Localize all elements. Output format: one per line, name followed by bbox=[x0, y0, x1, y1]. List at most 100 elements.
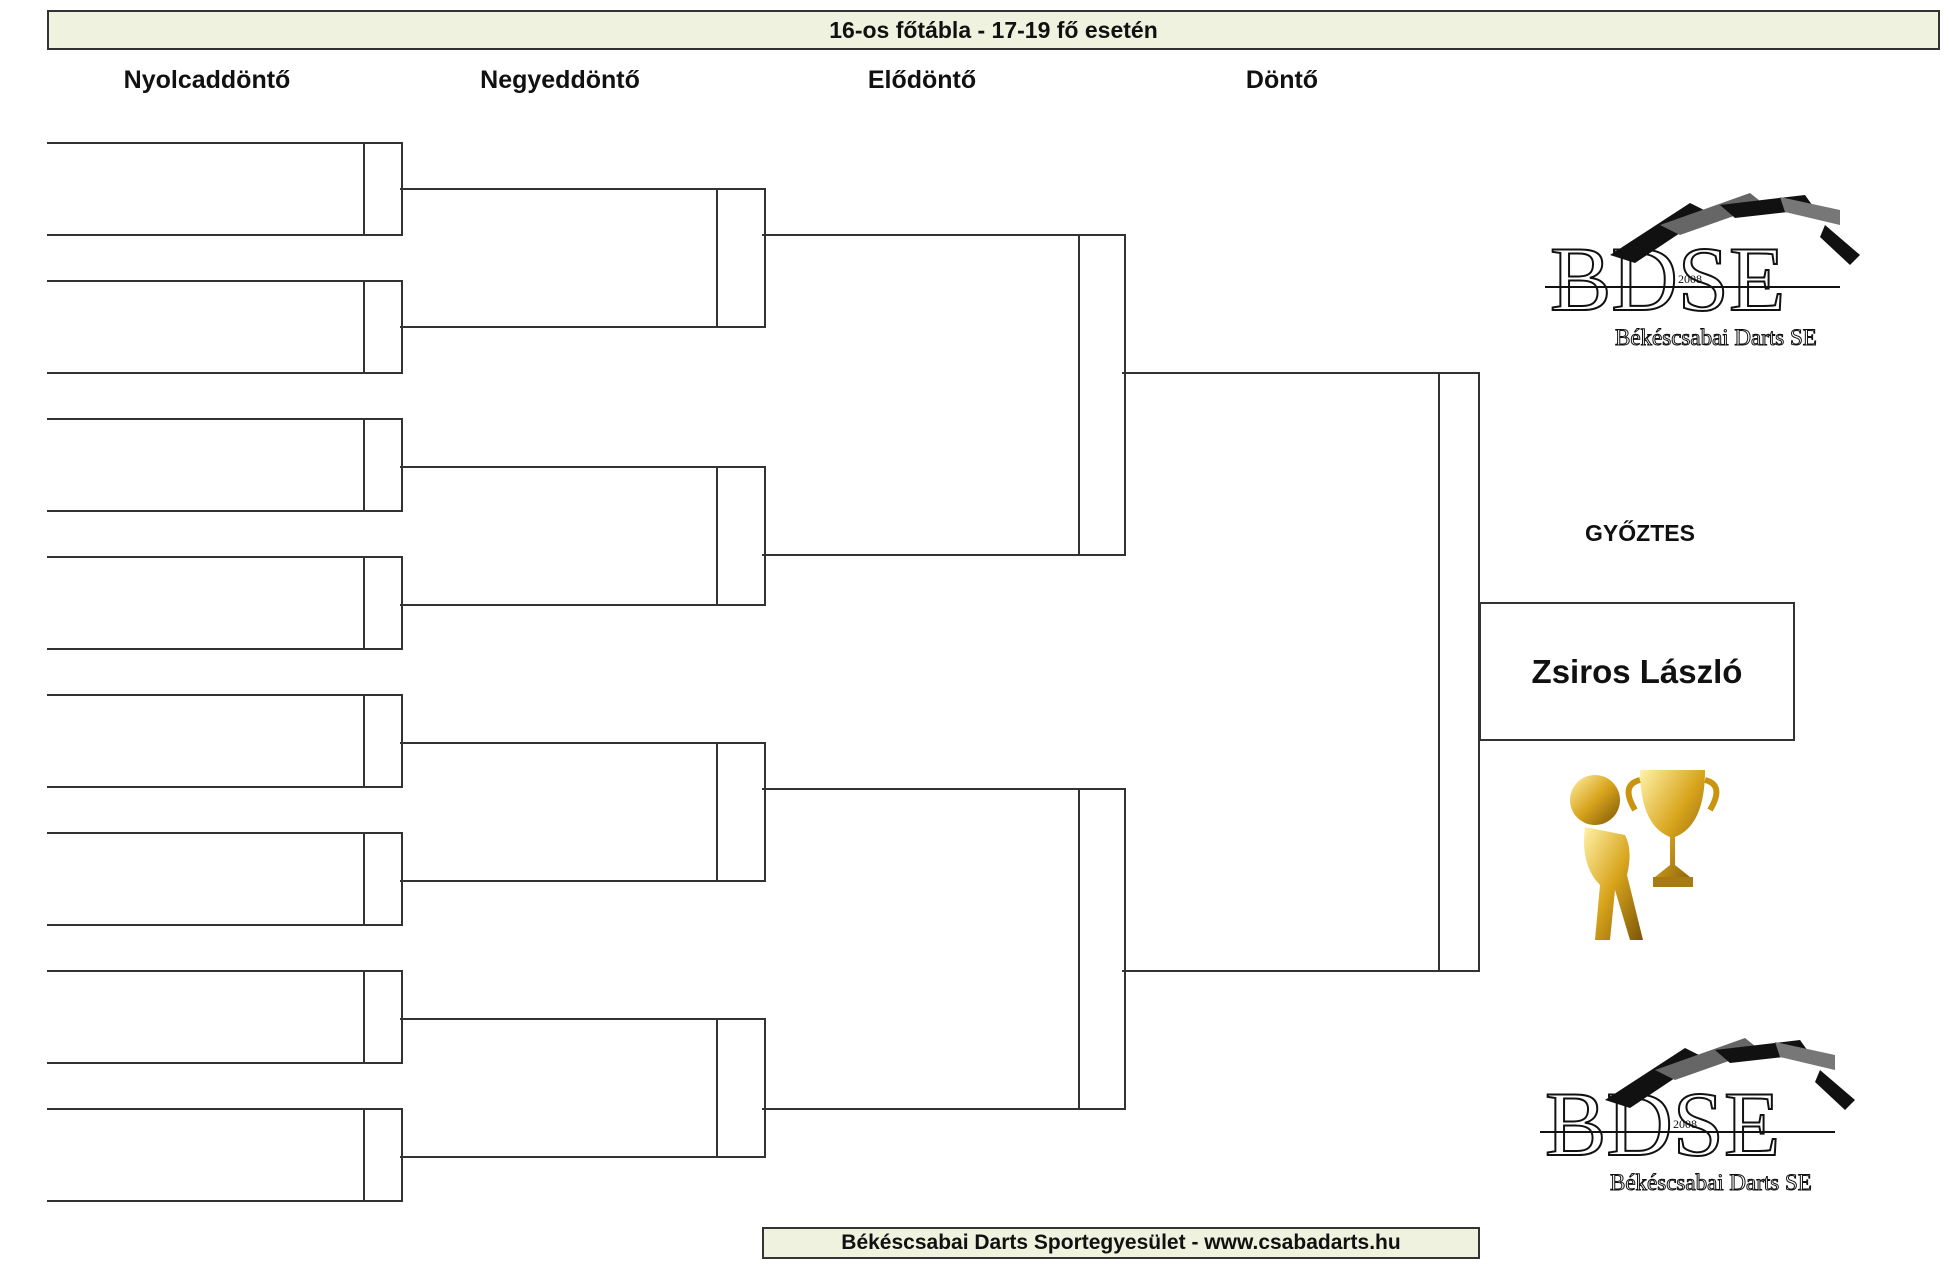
round-header-final: Döntő bbox=[1245, 66, 1319, 94]
player-score bbox=[363, 467, 401, 511]
svg-text:2008: 2008 bbox=[1673, 1117, 1697, 1131]
match-right-line bbox=[401, 1108, 403, 1202]
dartboard-logo-icon-2: BDSE 2008 Békéscsabai Darts SE bbox=[1540, 1038, 1855, 1196]
match-right-line bbox=[1124, 234, 1126, 556]
match-bottom-line bbox=[47, 1062, 401, 1064]
svg-text:BDSE: BDSE bbox=[1545, 1073, 1780, 1175]
player-score bbox=[363, 1019, 401, 1063]
match-bottom-line bbox=[47, 648, 401, 650]
score-divider bbox=[363, 694, 365, 788]
score-divider bbox=[716, 742, 718, 882]
player-score bbox=[716, 469, 764, 513]
player-name bbox=[47, 283, 363, 327]
match-bottom-line bbox=[47, 924, 401, 926]
player-score bbox=[1078, 261, 1124, 305]
score-divider bbox=[716, 466, 718, 606]
match-top-line bbox=[1122, 372, 1478, 374]
player-score bbox=[1078, 1038, 1124, 1082]
score-divider bbox=[363, 970, 365, 1064]
player-score bbox=[716, 1113, 764, 1157]
match-top-line bbox=[47, 556, 401, 558]
round-header-r16: Nyolcaddöntő bbox=[123, 66, 291, 94]
match-bottom-line bbox=[762, 1108, 1124, 1110]
score-divider bbox=[363, 280, 365, 374]
player-score bbox=[1078, 815, 1124, 859]
winner-box bbox=[1479, 602, 1795, 741]
match-right-line bbox=[401, 832, 403, 926]
club-logo-top: BDSE 2008 Békéscsabai Darts SE bbox=[1540, 185, 1880, 355]
player-name bbox=[47, 697, 363, 741]
score-divider bbox=[1078, 788, 1080, 1110]
player-name bbox=[47, 743, 363, 787]
match-top-line bbox=[47, 418, 401, 420]
player-score bbox=[363, 145, 401, 189]
score-divider bbox=[363, 142, 365, 236]
winner-name: Zsiros László bbox=[1531, 653, 1743, 690]
player-name bbox=[400, 561, 716, 605]
match-top-line bbox=[47, 280, 401, 282]
score-divider bbox=[363, 1108, 365, 1202]
player-name bbox=[400, 745, 716, 789]
footer-text: Békéscsabai Darts Sportegyesület - www.c… bbox=[841, 1231, 1401, 1254]
match-right-line bbox=[401, 970, 403, 1064]
score-divider bbox=[716, 188, 718, 328]
match-bottom-line bbox=[47, 234, 401, 236]
footer-banner: Békéscsabai Darts Sportegyesület - www.c… bbox=[762, 1227, 1480, 1259]
match-top-line bbox=[400, 742, 764, 744]
match-top-line bbox=[400, 188, 764, 190]
winner-label: GYŐZTES bbox=[1585, 520, 1695, 546]
score-divider bbox=[363, 556, 365, 650]
match-top-line bbox=[47, 142, 401, 144]
player-score bbox=[716, 1021, 764, 1065]
round-header-qf: Negyeddöntő bbox=[480, 66, 640, 94]
player-name bbox=[762, 1038, 1078, 1082]
match-bottom-line bbox=[400, 880, 764, 882]
round-header-sf: Elődöntő bbox=[867, 66, 977, 94]
match-bottom-line bbox=[762, 554, 1124, 556]
player-score bbox=[1438, 443, 1478, 487]
player-name bbox=[47, 835, 363, 879]
player-name bbox=[47, 881, 363, 925]
player-score bbox=[363, 191, 401, 235]
player-score bbox=[363, 1157, 401, 1201]
svg-text:Békéscsabai Darts SE: Békéscsabai Darts SE bbox=[1615, 325, 1817, 350]
score-divider bbox=[363, 832, 365, 926]
match-right-line bbox=[401, 694, 403, 788]
match-bottom-line bbox=[47, 786, 401, 788]
player-score bbox=[1078, 484, 1124, 528]
player-name bbox=[47, 421, 363, 465]
player-name bbox=[47, 1019, 363, 1063]
match-right-line bbox=[401, 556, 403, 650]
player-name bbox=[47, 145, 363, 189]
score-divider bbox=[716, 1018, 718, 1158]
match-top-line bbox=[47, 1108, 401, 1110]
player-score bbox=[716, 745, 764, 789]
match-top-line bbox=[47, 694, 401, 696]
match-bottom-line bbox=[400, 1156, 764, 1158]
svg-text:2008: 2008 bbox=[1678, 272, 1702, 286]
player-name bbox=[762, 484, 1078, 528]
match-top-line bbox=[762, 788, 1124, 790]
player-name bbox=[762, 815, 1078, 859]
score-divider bbox=[1078, 234, 1080, 556]
player-score bbox=[363, 421, 401, 465]
player-score bbox=[363, 835, 401, 879]
match-right-line bbox=[764, 466, 766, 606]
player-name bbox=[47, 559, 363, 603]
match-bottom-line bbox=[47, 372, 401, 374]
player-score bbox=[363, 605, 401, 649]
player-score bbox=[363, 881, 401, 925]
player-name bbox=[1122, 443, 1438, 487]
match-right-line bbox=[764, 742, 766, 882]
match-bottom-line bbox=[47, 1200, 401, 1202]
player-score bbox=[716, 283, 764, 327]
match-top-line bbox=[400, 1018, 764, 1020]
player-score bbox=[363, 697, 401, 741]
player-score bbox=[716, 561, 764, 605]
player-score bbox=[363, 973, 401, 1017]
match-bottom-line bbox=[400, 326, 764, 328]
match-right-line bbox=[764, 1018, 766, 1158]
match-top-line bbox=[762, 234, 1124, 236]
match-top-line bbox=[47, 832, 401, 834]
player-name bbox=[47, 191, 363, 235]
